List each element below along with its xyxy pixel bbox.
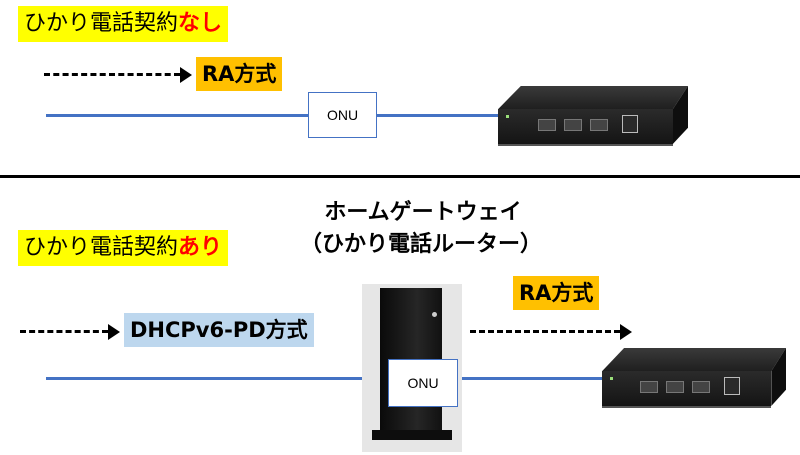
onu-box-bottom: ONU — [388, 359, 458, 407]
gateway-title-line2: （ひかり電話ルーター） — [299, 232, 542, 257]
contract-status: なし — [178, 11, 223, 36]
dashed-arrow-left — [20, 323, 120, 340]
onu-box-top: ONU — [308, 92, 377, 138]
router-icon — [602, 348, 786, 408]
connection-line-bottom — [46, 377, 602, 380]
contract-prefix: ひかり電話契約 — [24, 235, 179, 260]
contract-label-top: ひかり電話契約なし — [18, 6, 229, 42]
contract-status: あり — [178, 235, 223, 260]
contract-prefix: ひかり電話契約 — [24, 11, 179, 36]
method-label-ra-top: RA方式 — [196, 57, 283, 91]
method-label-dhcpv6-pd: DHCPv6-PD方式 — [124, 313, 314, 347]
dashed-arrow-top — [44, 66, 192, 83]
router-icon — [498, 86, 688, 146]
gateway-title-line1: ホームゲートウェイ — [324, 200, 522, 225]
connection-line-top — [46, 114, 498, 117]
dashed-arrow-right — [470, 323, 632, 340]
method-label-ra-bottom: RA方式 — [513, 276, 600, 310]
contract-label-bottom: ひかり電話契約あり — [18, 230, 229, 266]
section-divider — [0, 175, 800, 178]
